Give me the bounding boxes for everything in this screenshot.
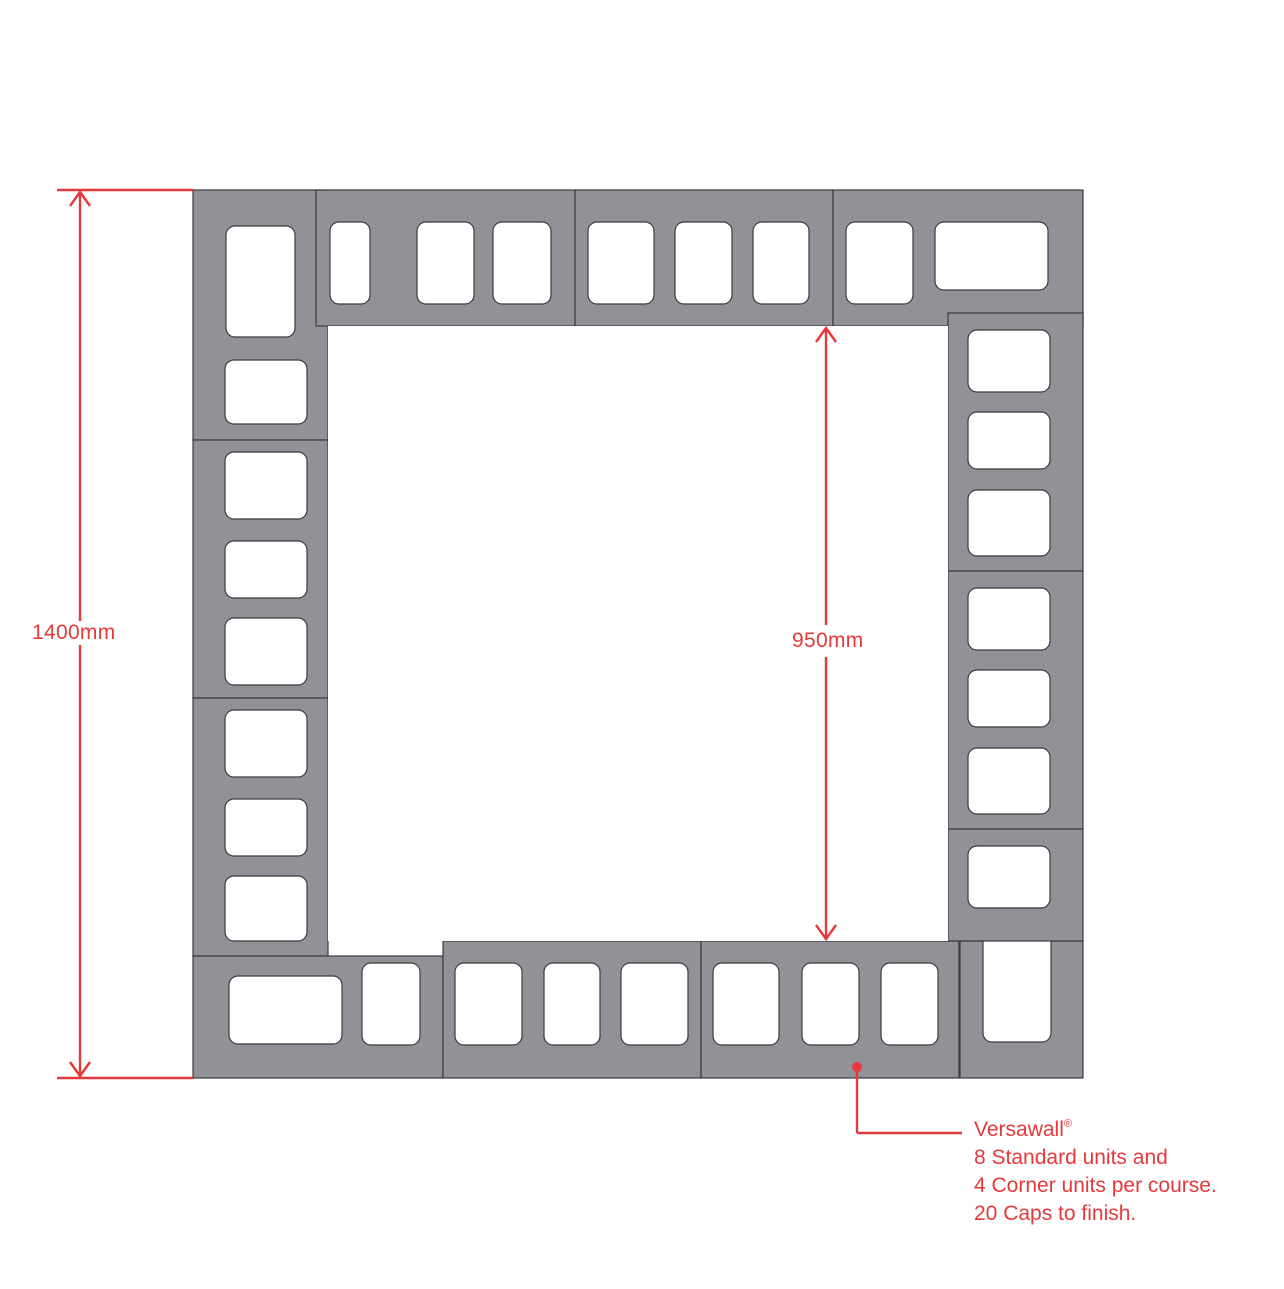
block-void — [416, 221, 475, 305]
inner-arrow-top — [815, 325, 837, 343]
block-void — [543, 962, 601, 1046]
wall-blocks — [192, 189, 1084, 1079]
inner-arrow-bottom — [815, 924, 837, 942]
block-void — [329, 221, 371, 305]
outer-arrow-top — [69, 189, 91, 207]
callout-line-standard-units: 8 Standard units and — [974, 1146, 1168, 1169]
block-void — [967, 587, 1051, 651]
block-void — [454, 962, 523, 1046]
product-name: Versawall — [974, 1118, 1064, 1141]
block-void — [967, 329, 1051, 393]
block-void — [492, 221, 552, 305]
callout-line-product: Versawall® — [974, 1110, 1217, 1144]
outer-dimension-label: 1400mm — [32, 621, 116, 645]
block-void — [224, 359, 308, 425]
callout-line-caps: 20 Caps to finish. — [974, 1202, 1137, 1225]
inner-dimension-label: 950mm — [790, 625, 866, 657]
block-void — [224, 540, 308, 599]
block-void — [967, 489, 1051, 557]
block-void — [224, 617, 308, 686]
block-void — [225, 225, 296, 338]
block-void — [361, 962, 421, 1046]
block-void — [845, 221, 914, 305]
block-void — [967, 411, 1051, 470]
block-void — [228, 975, 343, 1045]
block-void — [982, 930, 1052, 1043]
registered-mark: ® — [1063, 1118, 1072, 1130]
block-void — [967, 669, 1051, 728]
block-void — [752, 221, 810, 305]
block-void — [587, 221, 655, 305]
product-callout: Versawall® 8 Standard units and 4 Corner… — [974, 1110, 1217, 1228]
outer-arrow-bottom — [69, 1061, 91, 1079]
block-void — [967, 845, 1051, 909]
block-void — [224, 875, 308, 942]
block-void — [224, 709, 308, 778]
block-void — [224, 451, 308, 520]
block-void — [967, 747, 1051, 815]
block-void — [712, 962, 780, 1046]
block-void — [880, 962, 939, 1046]
callout-line-corner-units: 4 Corner units per course. — [974, 1174, 1217, 1197]
block-void — [674, 221, 733, 305]
block-void — [620, 962, 689, 1046]
block-void — [934, 221, 1049, 291]
block-void — [224, 798, 308, 857]
block-void — [801, 962, 860, 1046]
